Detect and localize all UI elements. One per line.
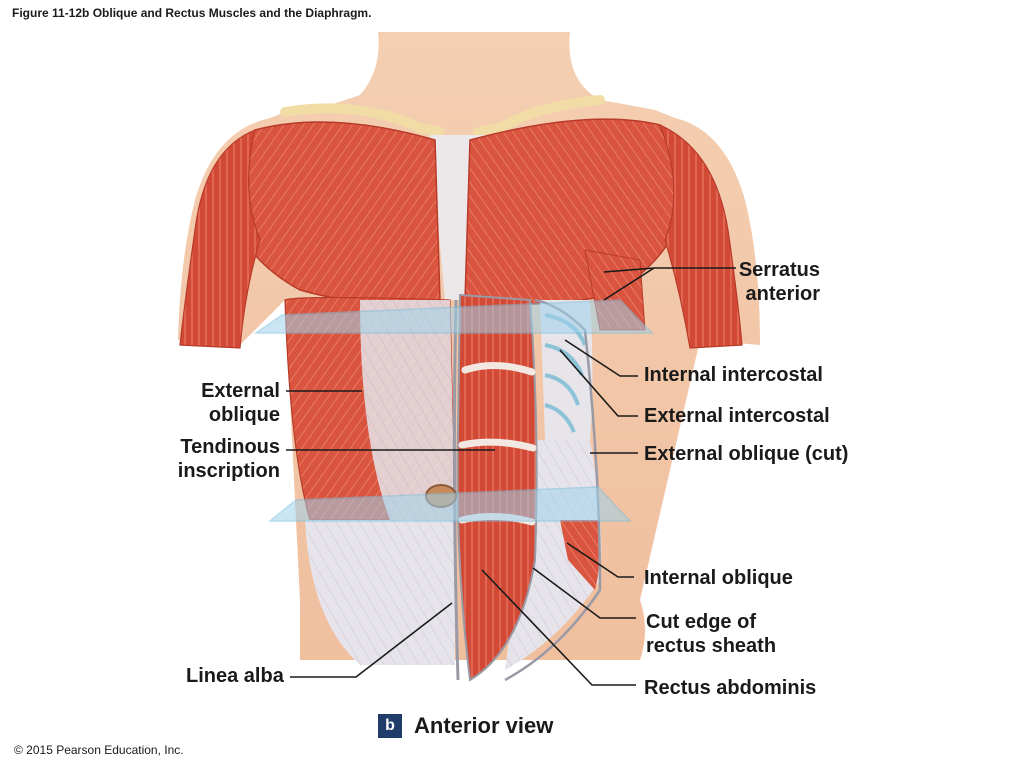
rectus-abdominis [456,293,538,682]
panel-letter-badge: b [378,714,402,738]
linea-alba [452,299,460,681]
clavicles [280,95,605,137]
label-rectus-abdominis: Rectus abdominis [644,677,817,699]
label-internal-intercostal: Internal intercostal [644,364,823,386]
label-cut-edge-rectus-sheath: Cut edge of rectus sheath [646,611,777,657]
figure-title: Figure 11-12b Oblique and Rectus Muscles… [12,6,372,20]
section-plane-upper [253,299,654,334]
view-label: Anterior view [414,713,554,738]
label-linea-alba: Linea alba [186,665,284,687]
oblique-aponeurosis [360,300,455,520]
internal-oblique-muscle [560,520,600,590]
label-tendinous-inscription: Tendinous inscription [177,436,280,482]
label-internal-oblique: Internal oblique [644,567,793,589]
copyright-notice: © 2015 Pearson Education, Inc. [14,743,184,757]
label-external-intercostal: External intercostal [644,405,830,427]
label-external-oblique-cut: External oblique (cut) [644,443,849,465]
label-external-oblique: External oblique [201,380,280,426]
deltoid-left [179,129,261,349]
deltoid-right [658,123,743,349]
leader-lines [286,267,736,686]
section-plane-lower [267,486,632,522]
label-serratus-anterior: Serratus anterior [738,259,820,305]
view-caption: b Anterior view [378,712,553,740]
